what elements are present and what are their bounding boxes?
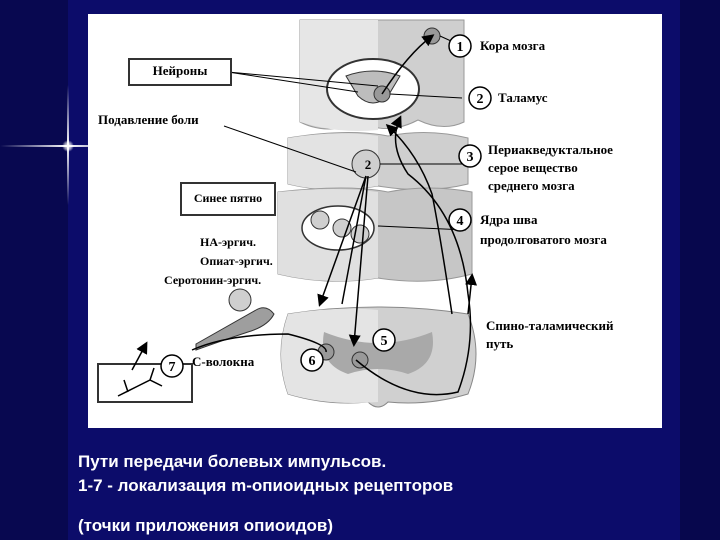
spinothalamic-label-line2: путь [486, 336, 513, 352]
pain-suppression-label: Подавление боли [98, 112, 199, 128]
caption-line-3: (точки приложения опиоидов) [78, 516, 333, 536]
number-7: 7 [169, 360, 176, 375]
pain-pathways-figure: 1 2 3 4 5 6 7 2 Нейроны Подавление боли … [88, 14, 662, 428]
right-band [680, 0, 720, 540]
cortex-label: Кора мозга [480, 38, 545, 54]
receptor-5 [352, 352, 368, 368]
left-band [0, 0, 68, 540]
number-6: 6 [309, 354, 316, 369]
opiate-ergic-label: Опиат-эргич. [200, 253, 273, 269]
pag-label-line1: Периакведуктальное [488, 142, 613, 158]
number-3: 3 [467, 150, 474, 165]
spinothalamic-label-line1: Спино-таламический [486, 318, 614, 334]
number-5: 5 [381, 334, 388, 349]
pag-label-line3: среднего мозга [488, 178, 575, 194]
pag-label-line2: серое вещество [488, 160, 578, 176]
locus-coeruleus-label: Синее пятно [180, 182, 276, 216]
receptor-4b [333, 219, 351, 237]
caption-line-2: 1-7 - локализация m-опиоидных рецепторов [78, 476, 453, 496]
number-1: 1 [457, 40, 464, 55]
ganglion-receptor [229, 289, 251, 311]
receptor-4a [311, 211, 329, 229]
na-ergic-label: НА-эргич. [200, 234, 256, 250]
serotonin-ergic-label: Серотонин-эргич. [164, 272, 261, 288]
number-4: 4 [457, 214, 464, 229]
number-2-inner: 2 [365, 157, 372, 172]
raphe-label-line1: Ядра шва [480, 212, 537, 228]
caption-line-1: Пути передачи болевых импульсов. [78, 452, 386, 472]
sparkle-center [62, 140, 74, 152]
neurons-label: Нейроны [128, 58, 232, 86]
thalamus-label: Таламус [498, 90, 547, 106]
number-2: 2 [477, 92, 484, 107]
c-fibers-label: С-волокна [192, 354, 254, 370]
raphe-label-line2: продолговатого мозга [480, 232, 607, 248]
